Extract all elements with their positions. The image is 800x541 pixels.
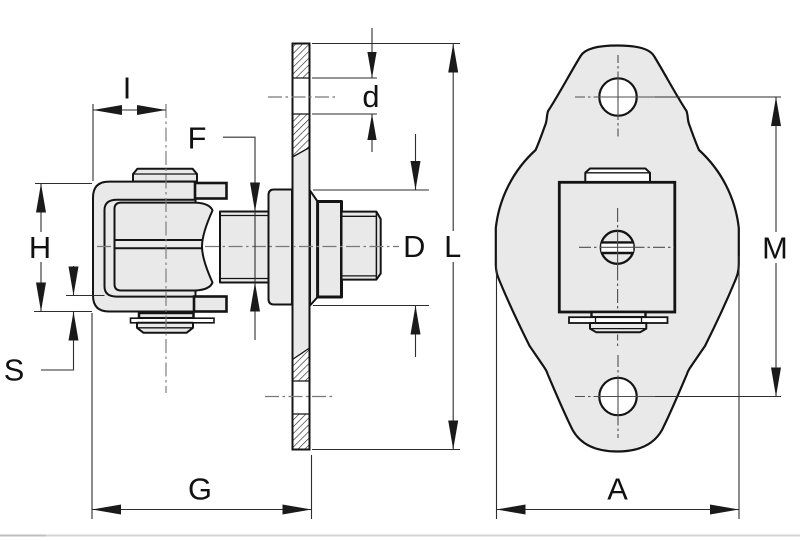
svg-text:A: A	[607, 472, 628, 507]
svg-text:F: F	[188, 121, 207, 156]
svg-text:S: S	[4, 353, 25, 388]
svg-text:L: L	[444, 229, 461, 264]
svg-text:D: D	[403, 229, 425, 264]
svg-text:H: H	[29, 230, 51, 265]
svg-text:G: G	[188, 472, 212, 507]
svg-text:d: d	[362, 79, 379, 114]
svg-text:M: M	[762, 231, 788, 266]
svg-text:I: I	[123, 71, 132, 106]
